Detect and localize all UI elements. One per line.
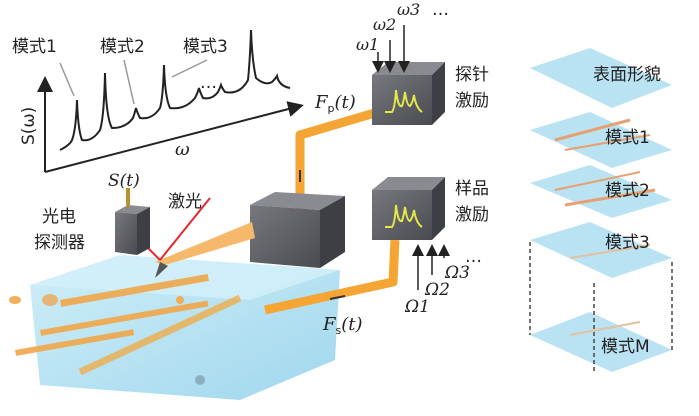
layer-modeM: [530, 312, 672, 372]
mode3-pointer: [171, 59, 208, 78]
detector-signal-label: S(t): [108, 171, 140, 191]
sample-freq-arrows: [412, 244, 450, 290]
laser-beam: [159, 197, 211, 261]
probe-spectrum-icon: [385, 89, 423, 113]
detector-label-1: 光电: [42, 207, 76, 227]
sample-freq-2: Ω2: [424, 280, 450, 300]
cantilever: [155, 222, 255, 265]
spectrum-ellipsis: …: [200, 73, 217, 93]
mode2-label: 模式2: [100, 37, 145, 57]
probe-freq-2: ω2: [373, 15, 396, 34]
probe-force-symbol: F: [314, 92, 329, 113]
probe-excitation-label-2: 激励: [455, 91, 489, 111]
detector-label-2: 探测器: [34, 233, 85, 253]
sample-excitation-label-1: 样品: [455, 179, 489, 199]
x-axis: [44, 101, 304, 173]
mode1-pointer: [59, 62, 75, 97]
probe-excitation-label-1: 探针: [455, 65, 489, 85]
sample-flow-arrow: [329, 295, 346, 300]
mode2-pointer: [123, 59, 135, 105]
laser-label: 激光: [168, 192, 202, 212]
probe-freq-3: ω3: [397, 0, 420, 19]
probe-force-label: Fp(t): [314, 92, 356, 115]
sample-force-symbol: F: [322, 314, 337, 335]
sample-slab: [9, 255, 340, 400]
mode1-label: 模式1: [12, 37, 57, 57]
probe-force-sub: p: [328, 102, 335, 115]
sample-excitation-box: [372, 177, 445, 240]
probe-freq-arrows: [372, 25, 410, 73]
probe-signal-line: [295, 107, 380, 212]
scanner-block: [155, 192, 345, 278]
layer-mode2: [530, 165, 672, 218]
sample-freq-ellipsis: …: [465, 247, 482, 267]
sample-features: [9, 273, 209, 385]
layer-topography: [530, 48, 672, 108]
sample-spectrum-icon: [385, 204, 423, 228]
sample-force-arg: (t): [341, 314, 362, 335]
layer-mode1: [530, 112, 672, 168]
photodetector: [115, 188, 150, 255]
sample-force-label: Fs(t): [322, 314, 363, 337]
sample-signal-line: [264, 239, 400, 315]
spectrum-curve: [59, 29, 291, 151]
layer-stack: 表面形貌 模式1 模式2 模式3 模式M: [529, 48, 673, 372]
layer-connector-lines: [529, 242, 673, 372]
sample-excitation-label-2: 激励: [455, 205, 489, 225]
probe-force-arg: (t): [334, 92, 355, 113]
probe-freq-ellipsis: …: [432, 0, 449, 20]
probe-freq-1: ω1: [356, 35, 379, 54]
sample-freq-1: Ω1: [404, 297, 430, 317]
spectrum-plot: 模式1 模式2 模式3 … S(ω) ω: [12, 29, 304, 173]
probe-excitation-box: [372, 62, 445, 125]
mode3-label: 模式3: [183, 37, 228, 57]
y-axis-label: S(ω): [19, 107, 39, 145]
layer-label-topography: 表面形貌: [593, 65, 661, 85]
sample-force-sub: s: [336, 324, 342, 337]
layer-label-modeM: 模式M: [601, 337, 650, 357]
probe-tip: [155, 262, 168, 278]
layer-mode3: [530, 222, 672, 278]
sample-freq-3: Ω3: [444, 263, 470, 283]
layer-label-mode2: 模式2: [605, 181, 650, 201]
x-axis-label: ω: [175, 139, 190, 160]
layer-label-mode1: 模式1: [605, 128, 650, 148]
signal-lines: [78, 107, 400, 376]
layer-label-mode3: 模式3: [605, 233, 650, 253]
